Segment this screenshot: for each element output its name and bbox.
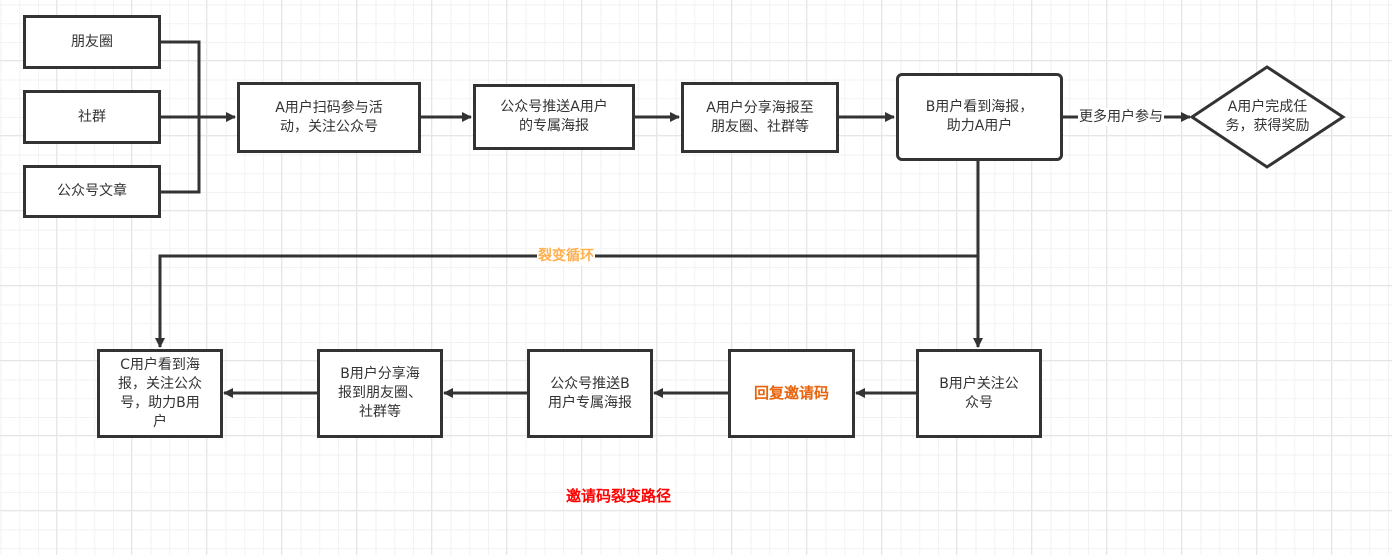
node-article[interactable]: 公众号文章 bbox=[23, 165, 161, 218]
decision-diamond bbox=[1189, 65, 1346, 169]
node-a-scan[interactable]: A用户扫码参与活 动，关注公众号 bbox=[237, 82, 421, 153]
node-reply-code[interactable]: 回复邀请码 bbox=[728, 349, 855, 438]
node-b-see[interactable]: B用户看到海报， 助力A用户 bbox=[896, 73, 1063, 161]
edge-label-more-users: 更多用户参与 bbox=[1078, 108, 1164, 126]
node-community[interactable]: 社群 bbox=[23, 90, 161, 144]
node-c-see[interactable]: C用户看到海 报，关注公众 号，助力B用 户 bbox=[97, 349, 223, 438]
decision-a-complete[interactable]: A用户完成任 务，获得奖励 bbox=[1225, 99, 1310, 134]
node-push-b[interactable]: 公众号推送B 用户专属海报 bbox=[527, 349, 653, 438]
node-push-a[interactable]: 公众号推送A用户 的专属海报 bbox=[473, 84, 635, 150]
edge-fission-loop bbox=[155, 254, 978, 348]
node-share-b[interactable]: B用户分享海 报到朋友圈、 社群等 bbox=[317, 349, 443, 438]
node-b-follow[interactable]: B用户关注公 众号 bbox=[916, 349, 1042, 438]
diagram-caption: 邀请码裂变路径 bbox=[566, 487, 672, 505]
edge-label-fission-loop: 裂变循环 bbox=[537, 247, 595, 265]
node-moments[interactable]: 朋友圈 bbox=[23, 15, 161, 69]
node-share-a[interactable]: A用户分享海报至 朋友圈、社群等 bbox=[681, 82, 839, 153]
